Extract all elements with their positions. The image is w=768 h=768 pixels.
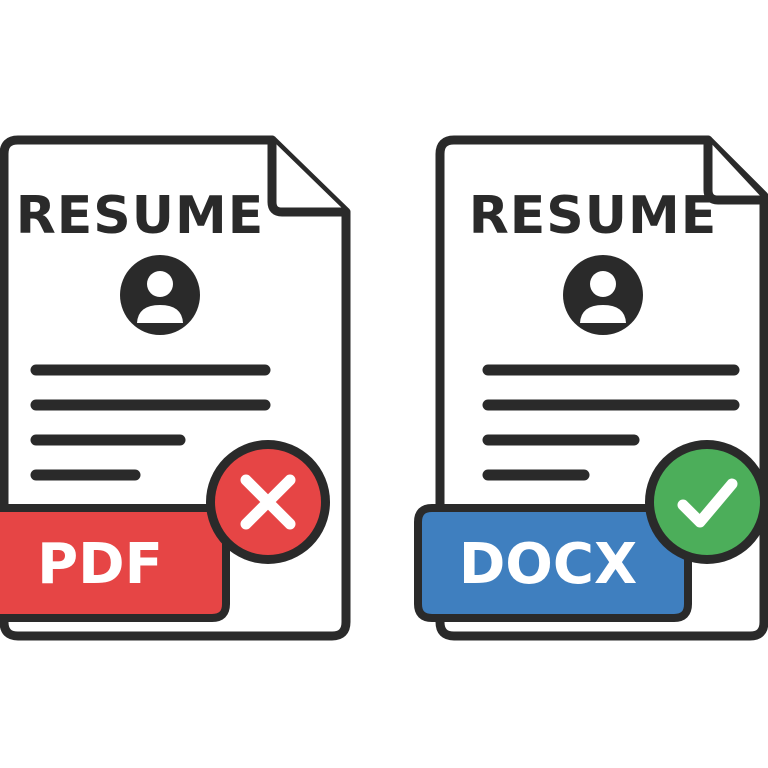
- document-fold: [703, 135, 768, 205]
- format-label: DOCX: [459, 532, 637, 597]
- pdf-resume-graphic: RESUME PDF: [0, 135, 351, 641]
- document-title: RESUME: [16, 186, 265, 246]
- document-title: RESUME: [469, 186, 718, 246]
- document-text-lines: [30, 364, 271, 481]
- docx-resume-icon: RESUME DOCX: [384, 0, 768, 768]
- document-text-lines: [482, 364, 740, 481]
- x-mark-icon: [206, 440, 330, 564]
- user-avatar-icon: [563, 255, 643, 335]
- pdf-resume-icon: RESUME PDF: [0, 135, 351, 641]
- format-label: PDF: [37, 532, 163, 597]
- user-avatar-icon: [120, 255, 200, 335]
- docx-resume-graphic: RESUME DOCX: [414, 135, 768, 641]
- check-mark-icon: [645, 440, 768, 564]
- document-fold: [267, 135, 351, 217]
